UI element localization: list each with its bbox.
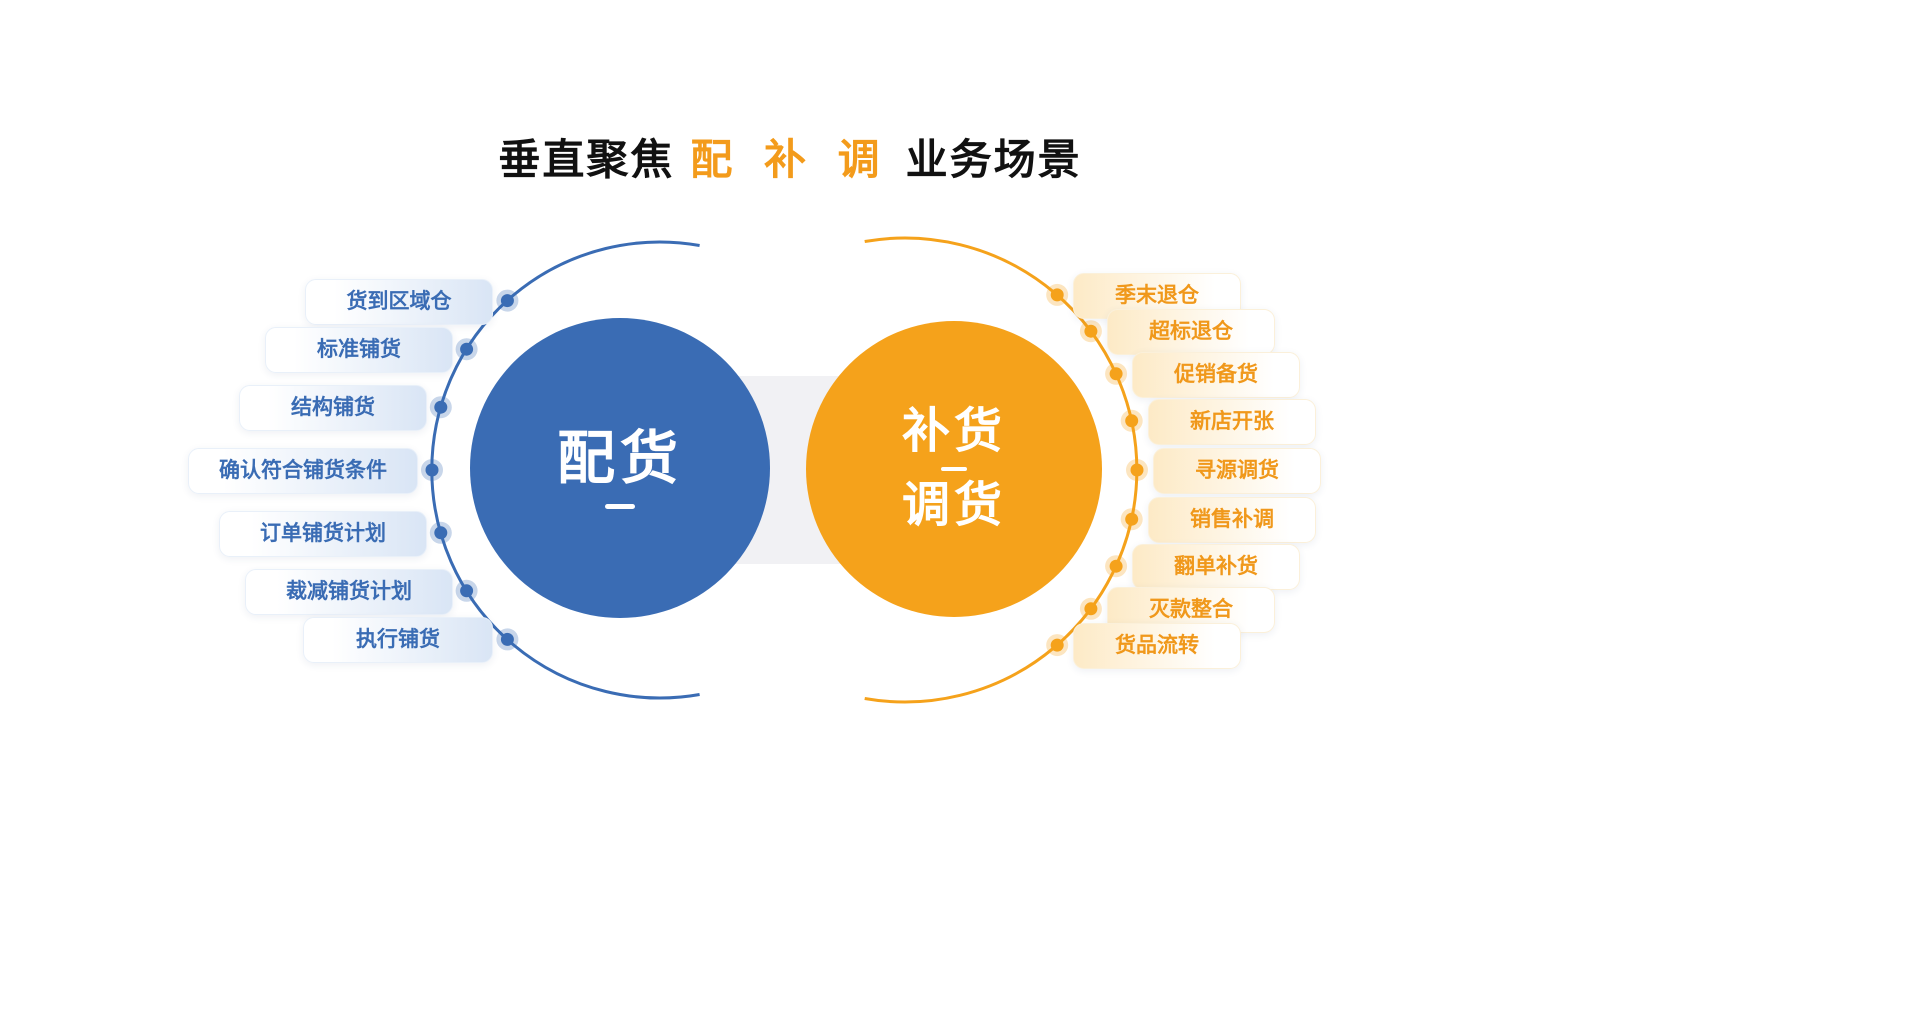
process-label-left: 货到区域仓 (305, 279, 493, 325)
arc-dot (434, 526, 448, 540)
process-label-left: 结构铺货 (239, 385, 427, 431)
arc-dot (434, 400, 448, 414)
allocation-circle-label: 配货 (556, 426, 683, 492)
process-label-right: 新店开张 (1148, 399, 1316, 445)
allocation-circle: 配货 (470, 318, 770, 618)
arc-dot (1109, 367, 1123, 381)
process-label-right: 超标退仓 (1107, 309, 1275, 355)
arc-dot (500, 294, 514, 308)
title-suffix: 业务场景 (905, 136, 1082, 183)
process-label-right: 货品流转 (1073, 623, 1241, 669)
arc-dot (1125, 512, 1139, 526)
replenishment-transfer-circle: 补货 调货 (806, 321, 1102, 617)
arc-dot (1125, 414, 1139, 428)
process-label-left: 裁减铺货计划 (245, 569, 453, 615)
title-highlight: 配 补 调 (690, 136, 890, 183)
arc-dot (1084, 602, 1098, 616)
dash-decoration (941, 467, 967, 471)
process-label-left: 执行铺货 (303, 617, 493, 663)
arc-dot (425, 463, 439, 477)
arc-dot (1050, 288, 1064, 302)
process-label-left: 确认符合铺货条件 (188, 448, 418, 494)
process-label-right: 寻源调货 (1153, 448, 1321, 494)
process-label-left: 标准铺货 (265, 327, 453, 373)
arc-dot (1109, 559, 1123, 573)
process-label-right: 促销备货 (1132, 352, 1300, 398)
arc-dot (1130, 463, 1144, 477)
arc-dot (500, 632, 514, 646)
replenishment-label: 补货 (901, 405, 1006, 459)
process-label-right: 销售补调 (1148, 497, 1316, 543)
process-label-left: 订单铺货计划 (219, 511, 427, 557)
title-prefix: 垂直聚焦 (498, 136, 675, 183)
page-title: 垂直聚焦配 补 调业务场景 (0, 126, 1580, 187)
arc-dot (460, 342, 474, 356)
dash-decoration (605, 503, 635, 509)
transfer-label: 调货 (901, 479, 1006, 532)
process-label-right: 翻单补货 (1132, 544, 1300, 590)
arc-dot (1050, 638, 1064, 652)
arc-dot (1084, 324, 1098, 338)
arc-dot (460, 584, 474, 598)
